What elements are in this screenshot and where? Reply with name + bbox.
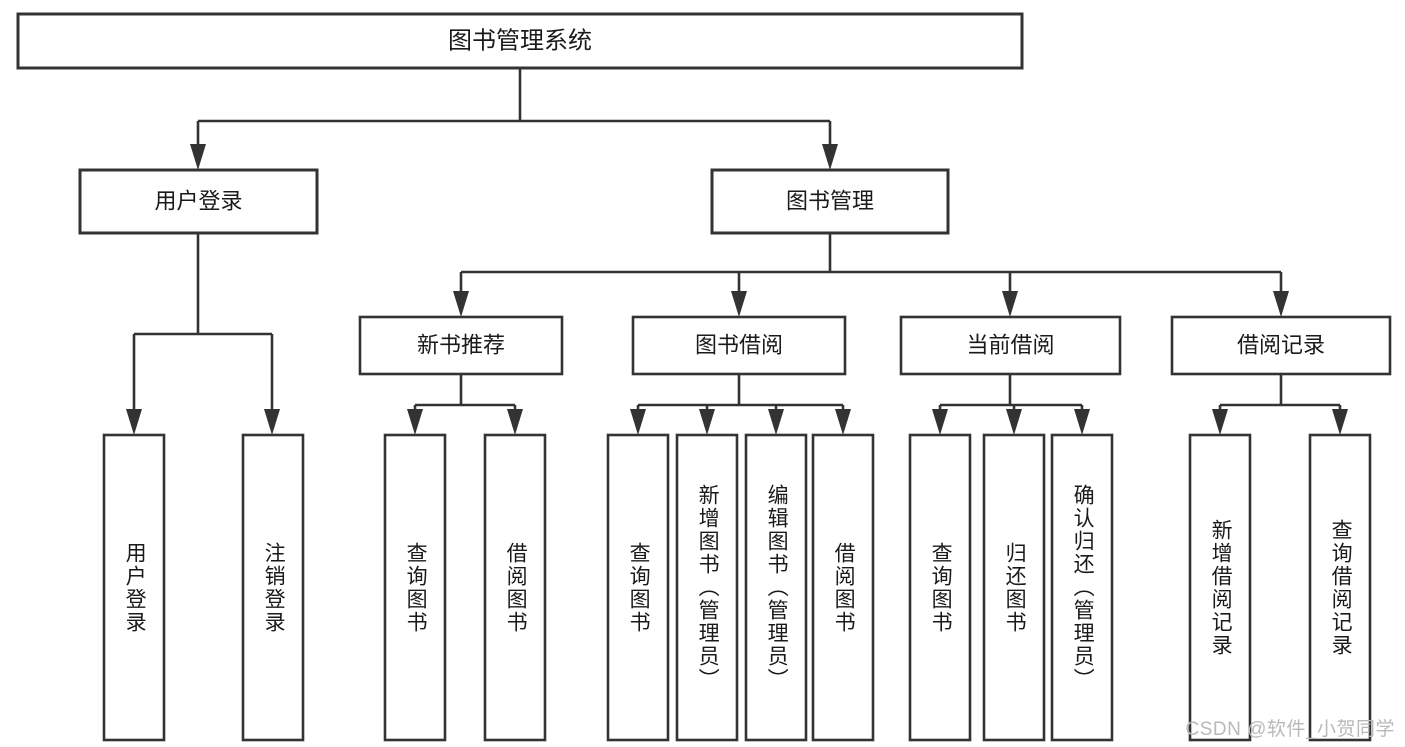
node-label-book-borrow: 图书借阅 xyxy=(695,332,783,357)
node-box-leaf-query-book-rec[interactable] xyxy=(383,433,447,742)
node-box-leaf-query-book-cur[interactable] xyxy=(908,433,972,742)
node-box-leaf-query-record[interactable] xyxy=(1308,433,1372,742)
arrow-head-icon xyxy=(264,409,280,435)
arrow-head-icon xyxy=(822,144,838,170)
arrow-head-icon xyxy=(507,409,523,435)
arrow-head-icon xyxy=(1212,409,1228,435)
node-box-current-borrow[interactable] xyxy=(899,315,1122,376)
connector-edge-borrow-record xyxy=(1212,374,1348,435)
node-box-book-manage[interactable] xyxy=(710,168,950,235)
node-label-book-manage: 图书管理 xyxy=(786,188,874,213)
node-box-root[interactable] xyxy=(16,12,1024,70)
node-box-leaf-borrow-book-rec[interactable] xyxy=(483,433,547,742)
node-box-leaf-query-book-borrow[interactable] xyxy=(606,433,670,742)
node-box-layer xyxy=(16,12,1392,742)
connector-edge-book-borrow xyxy=(630,374,851,435)
connector-edge-user-login xyxy=(126,233,280,435)
arrow-head-icon xyxy=(1332,409,1348,435)
arrow-head-icon xyxy=(835,409,851,435)
node-box-leaf-user-logout[interactable] xyxy=(241,433,305,742)
arrow-head-icon xyxy=(768,409,784,435)
connector-edge-root xyxy=(190,68,838,170)
node-label-borrow-record: 借阅记录 xyxy=(1237,332,1325,357)
arrow-head-icon xyxy=(699,409,715,435)
node-box-leaf-edit-book[interactable] xyxy=(744,433,808,742)
node-box-leaf-user-login[interactable] xyxy=(102,433,166,742)
node-box-borrow-record[interactable] xyxy=(1170,315,1392,376)
arrow-head-icon xyxy=(1074,409,1090,435)
arrow-head-icon xyxy=(630,409,646,435)
arrow-head-icon xyxy=(190,144,206,170)
arrow-head-icon xyxy=(1006,409,1022,435)
node-box-leaf-add-book[interactable] xyxy=(675,433,739,742)
connector-layer xyxy=(126,68,1348,435)
node-box-leaf-confirm-return[interactable] xyxy=(1050,433,1114,742)
connector-edge-book-manage xyxy=(453,233,1289,317)
node-box-leaf-borrow-book[interactable] xyxy=(811,433,875,742)
csdn-watermark: CSDN @软件_小贺同学 xyxy=(1185,719,1395,740)
arrow-head-icon xyxy=(453,291,469,317)
arrow-head-icon xyxy=(126,409,142,435)
node-label-current-borrow: 当前借阅 xyxy=(966,332,1054,357)
node-box-user-login[interactable] xyxy=(78,168,319,235)
arrow-head-icon xyxy=(1273,291,1289,317)
node-box-leaf-return-book[interactable] xyxy=(982,433,1046,742)
arrow-head-icon xyxy=(1002,291,1018,317)
node-label-new-book-rec: 新书推荐 xyxy=(417,332,505,357)
node-box-new-book-rec[interactable] xyxy=(358,315,564,376)
connector-edge-new-book-rec xyxy=(407,374,523,435)
node-label-root: 图书管理系统 xyxy=(448,27,592,54)
node-box-book-borrow[interactable] xyxy=(631,315,847,376)
arrow-head-icon xyxy=(407,409,423,435)
node-box-leaf-add-record[interactable] xyxy=(1188,433,1252,742)
node-label-user-login: 用户登录 xyxy=(154,188,242,213)
connector-edge-current-borrow xyxy=(932,374,1090,435)
arrow-head-icon xyxy=(731,291,747,317)
arrow-head-icon xyxy=(932,409,948,435)
